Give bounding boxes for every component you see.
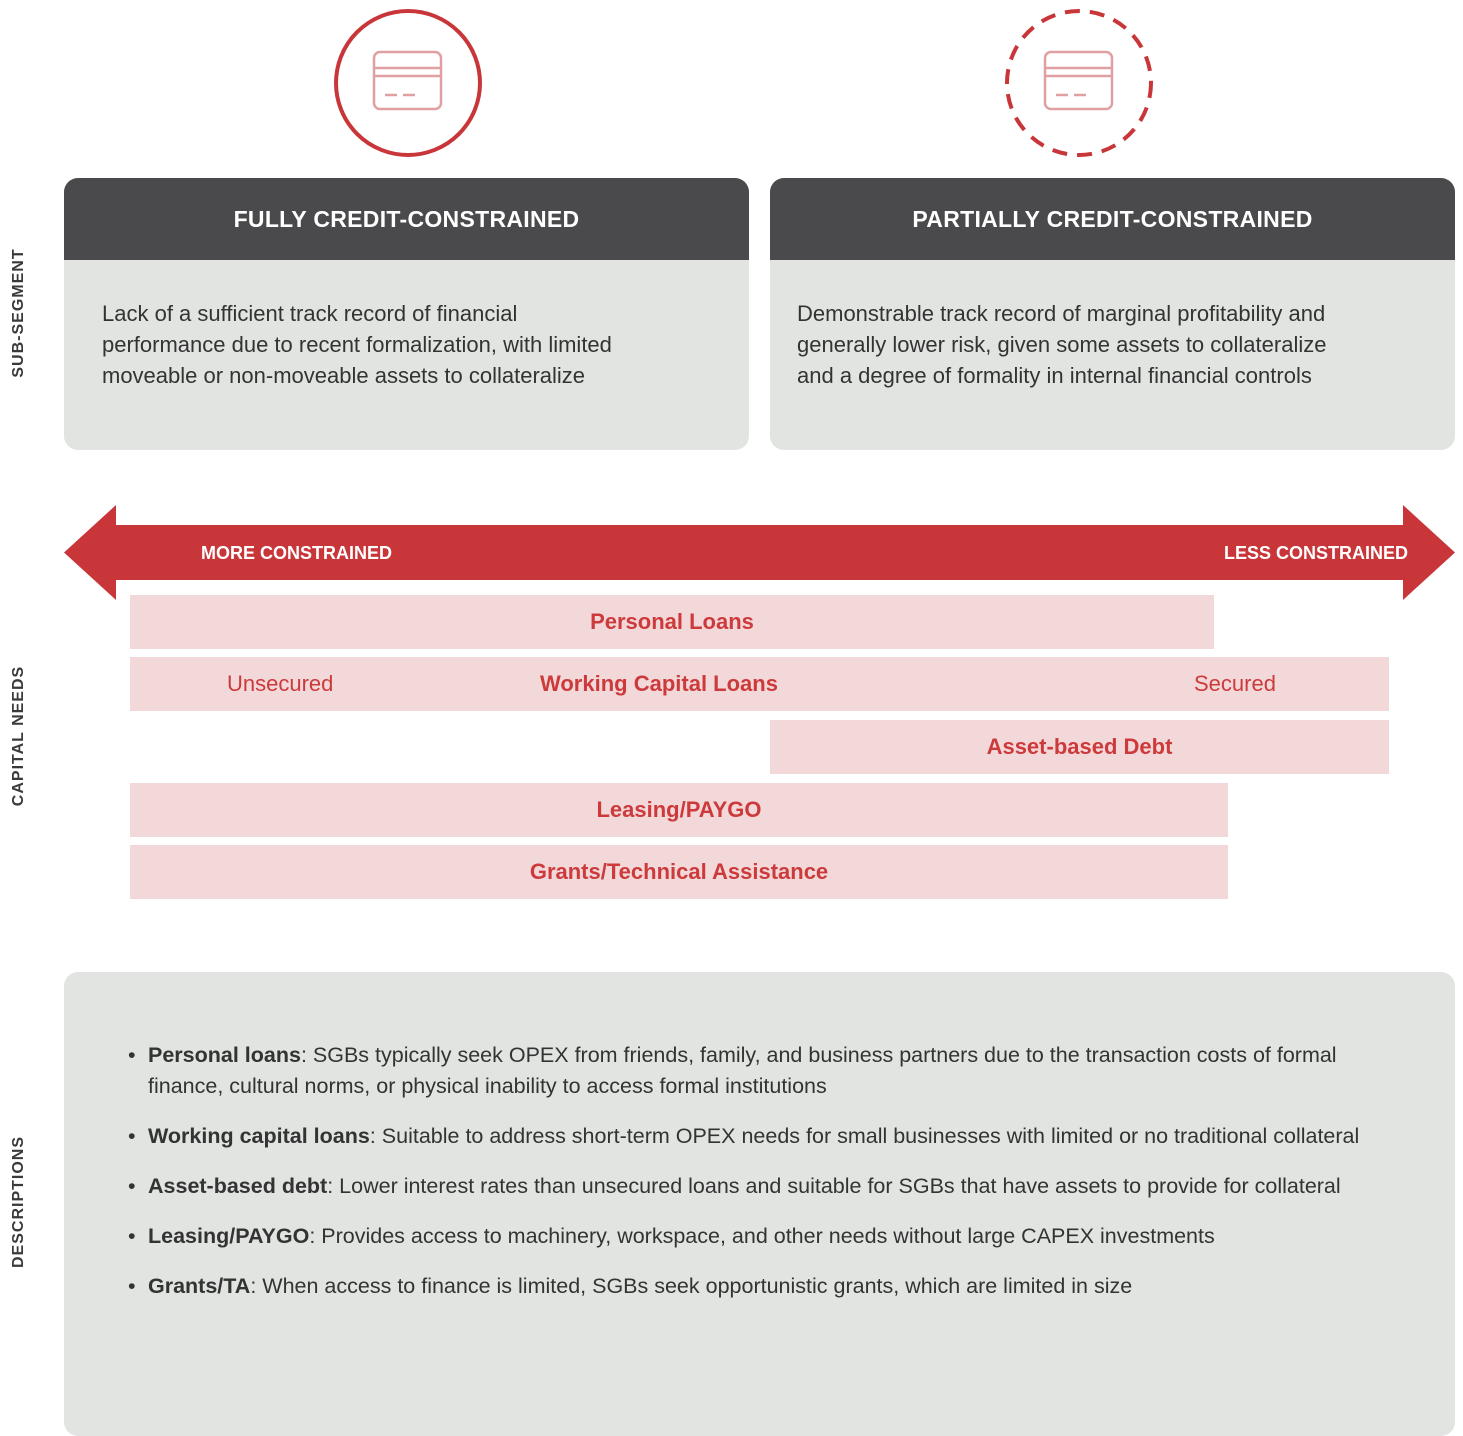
description-text: : SGBs typically seek OPEX from friends,… xyxy=(148,1043,1337,1098)
description-term: Leasing/PAYGO xyxy=(148,1224,310,1248)
segment-description-line: moveable or non-moveable assets to colla… xyxy=(102,363,586,388)
segment-title: PARTIALLY CREDIT-CONSTRAINED xyxy=(770,178,1455,260)
segment-description-line: generally lower risk, given some assets … xyxy=(797,332,1327,357)
side-label-sub-segment: SUB-SEGMENT xyxy=(10,248,27,378)
bar-personal-loans: Personal Loans xyxy=(130,595,1214,649)
bar-label: Grants/Technical Assistance xyxy=(529,859,829,884)
side-label-capital-needs: CAPITAL NEEDS xyxy=(10,665,27,807)
segment-title: FULLY CREDIT-CONSTRAINED xyxy=(64,178,749,260)
credit-card-icon xyxy=(1005,9,1153,157)
segment-description-line: Demonstrable track record of marginal pr… xyxy=(797,301,1326,326)
bar-sublabel-unsecured: Unsecured xyxy=(227,671,334,696)
description-term: Personal loans xyxy=(148,1043,301,1067)
description-item: Working capital loans: Suitable to addre… xyxy=(128,1121,1398,1152)
descriptions-panel: Personal loans: SGBs typically seek OPEX… xyxy=(64,972,1455,1436)
description-item: Leasing/PAYGO: Provides access to machin… xyxy=(128,1221,1398,1252)
description-item: Grants/TA: When access to finance is lim… xyxy=(128,1271,1398,1302)
description-text: : Suitable to address short-term OPEX ne… xyxy=(369,1124,1360,1148)
description-text: : When access to finance is limited, SGB… xyxy=(250,1274,1133,1298)
segment-description: Lack of a sufficient track record of fin… xyxy=(64,260,749,391)
segment-description-line: performance due to recent formalization,… xyxy=(102,332,612,357)
segment-description-line: Lack of a sufficient track record of fin… xyxy=(102,301,518,326)
segment-card-partially-constrained: PARTIALLY CREDIT-CONSTRAINED Demonstrabl… xyxy=(770,178,1455,450)
description-item: Asset-based debt: Lower interest rates t… xyxy=(128,1171,1398,1202)
description-term: Grants/TA xyxy=(148,1274,251,1298)
bar-working-capital-loans: Unsecured Working Capital Loans Secured xyxy=(130,657,1389,711)
bar-label: Leasing/PAYGO xyxy=(596,797,762,822)
bar-label: Working Capital Loans xyxy=(540,671,778,696)
description-text: : Provides access to machinery, workspac… xyxy=(309,1224,1215,1248)
segment-description-line: and a degree of formality in internal fi… xyxy=(797,363,1312,388)
segment-description: Demonstrable track record of marginal pr… xyxy=(770,260,1455,391)
segment-card-fully-constrained: FULLY CREDIT-CONSTRAINED Lack of a suffi… xyxy=(64,178,749,450)
arrow-label-more-constrained: MORE CONSTRAINED xyxy=(201,543,393,563)
bar-label: Asset-based Debt xyxy=(986,734,1173,759)
description-term: Asset-based debt xyxy=(148,1174,328,1198)
descriptions-list: Personal loans: SGBs typically seek OPEX… xyxy=(128,1040,1398,1321)
bar-asset-based-debt: Asset-based Debt xyxy=(770,720,1389,774)
bar-label: Personal Loans xyxy=(590,609,754,634)
bar-grants-ta: Grants/Technical Assistance xyxy=(130,845,1228,899)
description-item: Personal loans: SGBs typically seek OPEX… xyxy=(128,1040,1398,1102)
description-text: : Lower interest rates than unsecured lo… xyxy=(327,1174,1341,1198)
description-term: Working capital loans xyxy=(148,1124,370,1148)
bar-leasing-paygo: Leasing/PAYGO xyxy=(130,783,1228,837)
side-label-descriptions: DESCRIPTIONS xyxy=(10,1135,27,1269)
constraint-double-arrow xyxy=(64,505,1455,600)
bar-sublabel-secured: Secured xyxy=(1194,671,1276,696)
arrow-label-less-constrained: LESS CONSTRAINED xyxy=(1223,543,1408,563)
credit-card-icon xyxy=(334,9,482,157)
